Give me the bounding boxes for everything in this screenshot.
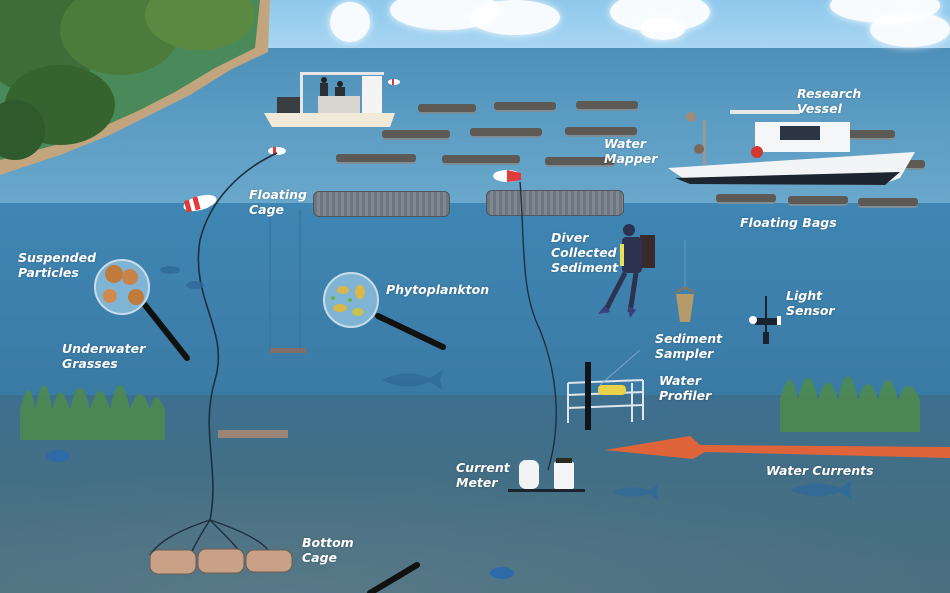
floating-bag [336, 154, 416, 162]
seagrass-icon [20, 376, 920, 440]
cloud [470, 0, 560, 35]
label-water-profiler: Water Profiler [659, 373, 712, 403]
floating-bag [545, 157, 615, 165]
cloud [870, 12, 950, 47]
research-vessel-icon [668, 110, 915, 185]
water-current-arrow-icon [605, 436, 950, 459]
diver-icon [598, 224, 655, 318]
floating-bag [716, 194, 776, 202]
label-floating-bags: Floating Bags [740, 215, 837, 230]
floating-bag [470, 128, 542, 136]
work-barge-icon [264, 72, 395, 127]
fish-icon [160, 266, 852, 500]
shoreline-icon [0, 0, 270, 175]
mid-water [0, 203, 950, 403]
floating-cage [313, 191, 450, 217]
floating-bag [845, 130, 895, 138]
label-bottom-cage: Bottom Cage [302, 535, 354, 565]
magnifier-handle-icon [367, 562, 420, 593]
label-water-mapper: Water Mapper [604, 136, 658, 166]
floating-bag [382, 130, 450, 138]
label-phytoplankton: Phytoplankton [386, 282, 490, 297]
magnifier-phytoplankton-icon [323, 272, 446, 350]
cloud [640, 18, 685, 40]
label-water-currents: Water Currents [766, 463, 874, 478]
label-underwater-grasses: Underwater Grasses [62, 341, 146, 371]
label-light-sensor: Light Sensor [786, 288, 835, 318]
floating-bag [858, 198, 918, 206]
current-meter-icon [508, 458, 585, 492]
floating-bag [565, 127, 637, 135]
label-sediment-sampler: Sediment Sampler [655, 331, 723, 361]
floating-bag [900, 160, 925, 168]
label-suspended-particles: Suspended Particles [18, 250, 97, 280]
crab-icon [46, 450, 514, 579]
floating-cage [486, 190, 624, 216]
label-floating-cage: Floating Cage [249, 187, 307, 217]
sediment-sampler-icon [675, 240, 695, 322]
bottom-cage-icon [149, 548, 293, 575]
magnifier-particles-icon [94, 259, 190, 361]
label-current-meter: Current Meter [456, 460, 510, 490]
light-sensor-icon [749, 296, 781, 344]
buoy-icon [183, 79, 521, 213]
floating-bag [788, 196, 848, 204]
floating-bag [576, 101, 638, 109]
floating-bag [418, 104, 476, 112]
water-profiler-icon [567, 349, 644, 430]
cloud [330, 2, 370, 42]
floating-bag [442, 155, 520, 163]
floating-bag [494, 102, 556, 110]
label-research-vessel: Research Vessel [797, 86, 862, 116]
label-diver-collected-sediment: Diver Collected Sediment [551, 230, 619, 275]
